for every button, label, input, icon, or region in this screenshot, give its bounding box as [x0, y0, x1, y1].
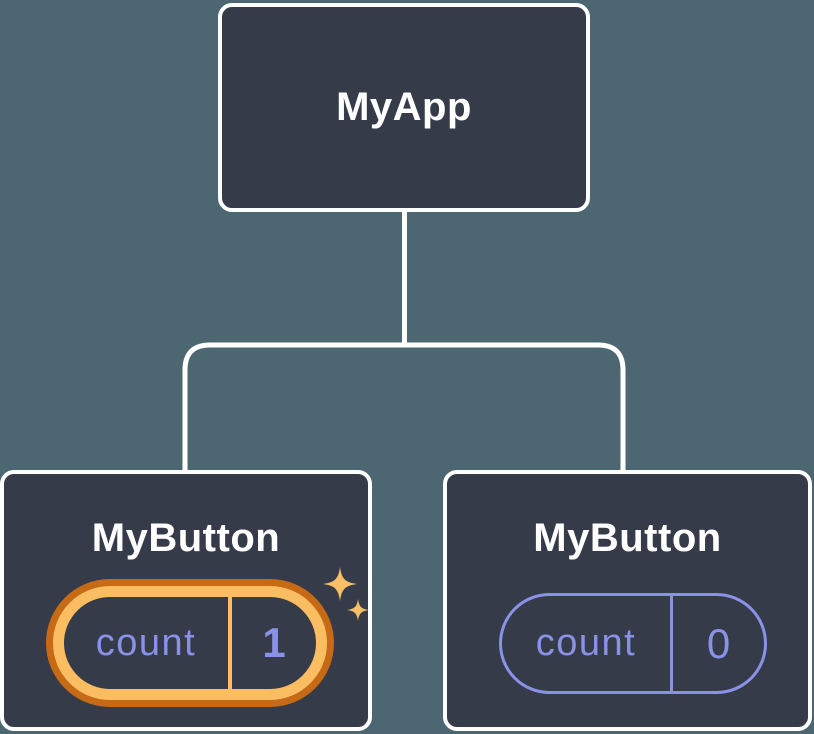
- state-value: 1: [262, 619, 286, 666]
- node-mybutton-right: MyButton count 0: [443, 470, 812, 731]
- node-label: MyButton: [533, 516, 722, 560]
- state-name: count: [95, 621, 197, 664]
- children-bracket-line: [182, 342, 626, 473]
- count-state-pill: count 0: [499, 593, 767, 694]
- node-mybutton-left: MyButton count 1: [0, 470, 372, 731]
- node-label: MyApp: [336, 85, 472, 129]
- state-name: count: [535, 622, 637, 664]
- sparkles-icon: [323, 567, 369, 621]
- state-value: 0: [706, 619, 731, 667]
- node-label: MyButton: [91, 516, 281, 560]
- pill-divider: [228, 597, 232, 689]
- count-state-pill-highlighted: count 1: [46, 579, 334, 707]
- pill-divider: [670, 596, 673, 691]
- node-myapp: MyApp: [218, 3, 590, 212]
- pill-core: count 1: [64, 597, 316, 689]
- pill-gold-ring: count 1: [53, 586, 327, 700]
